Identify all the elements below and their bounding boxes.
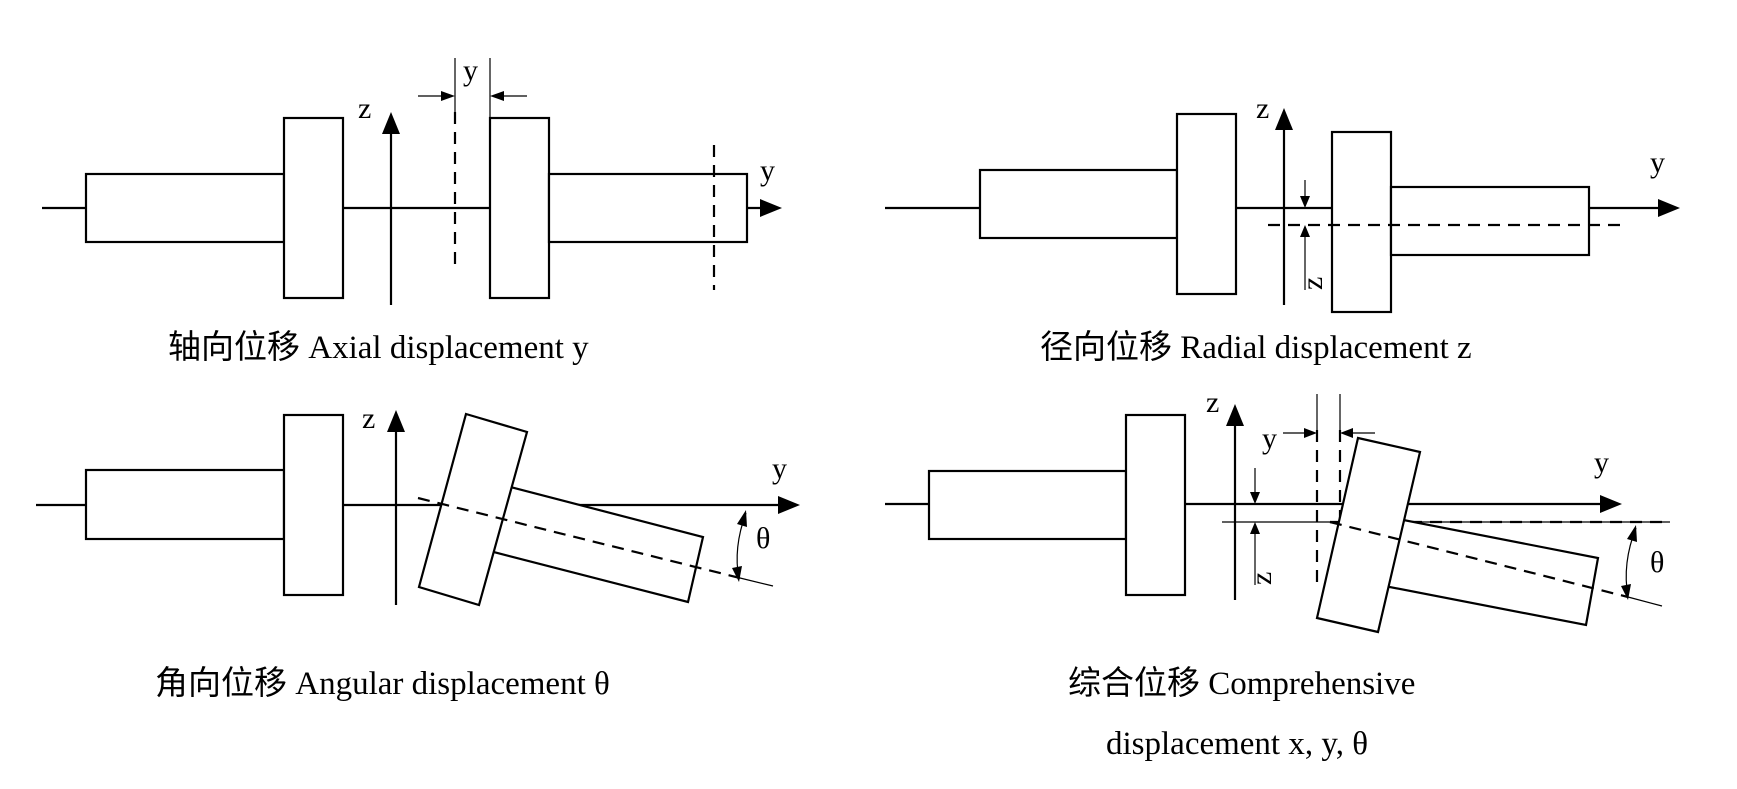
z-axis-label: z xyxy=(358,92,371,125)
left-hub xyxy=(282,116,345,300)
y-axis-label: y xyxy=(760,154,775,187)
left-shaft xyxy=(978,168,1179,240)
theta-label: θ xyxy=(756,522,770,555)
theta-arc-arrowhead-top xyxy=(1627,525,1637,542)
y-axis-arrowhead xyxy=(1600,495,1622,513)
left-hub xyxy=(282,413,345,597)
y-axis-arrowhead xyxy=(1658,199,1680,217)
dimension-label-y: y xyxy=(463,54,478,87)
offset-label-z: z xyxy=(1245,572,1278,585)
z-axis-arrowhead xyxy=(1275,108,1293,130)
z-axis-arrowhead xyxy=(382,112,400,134)
y-axis-arrowhead xyxy=(778,496,800,514)
tilted-centerline-dashed xyxy=(1329,520,1629,599)
left-hub xyxy=(1124,413,1187,597)
z-axis-label: z xyxy=(362,402,375,435)
offset-arrowhead-upper xyxy=(1300,196,1310,208)
dimension-arrowhead-left xyxy=(441,91,455,101)
z-axis-label: z xyxy=(1206,386,1219,419)
tilted-centerline-extension xyxy=(1627,596,1663,607)
left-hub xyxy=(1175,112,1238,296)
z-axis-label: z xyxy=(1256,92,1269,125)
left-shaft xyxy=(84,468,286,541)
caption-combined-line1: 综合位移 Comprehensive xyxy=(1068,665,1415,702)
right-shaft xyxy=(547,172,749,244)
y-axis-label: y xyxy=(1650,146,1665,179)
tilted-shaft xyxy=(476,481,705,604)
offset-arrowhead-upper xyxy=(1250,492,1260,504)
offset-label-z: z xyxy=(1296,277,1329,290)
left-shaft xyxy=(927,469,1128,541)
panel-combined: y z y z θ xyxy=(885,386,1670,762)
dimension-label-y: y xyxy=(1262,422,1277,455)
caption-combined-line2: displacement x, y, θ xyxy=(1106,726,1368,762)
z-axis-arrowhead xyxy=(387,410,405,432)
dimension-arrowhead-left xyxy=(1304,428,1317,438)
right-hub xyxy=(1330,130,1393,314)
caption-angular: 角向位移 Angular displacement θ xyxy=(155,665,610,702)
panel-radial: y z z 径向位移 Radial displacement z xyxy=(885,92,1680,366)
theta-arc-arrowhead-bottom xyxy=(732,566,742,582)
y-axis-arrowhead xyxy=(760,199,782,217)
y-axis-label: y xyxy=(1594,446,1609,479)
theta-label: θ xyxy=(1650,546,1664,579)
right-shaft xyxy=(1389,185,1591,257)
right-hub xyxy=(488,116,551,300)
theta-arc-arrowhead-bottom xyxy=(1621,584,1631,600)
left-shaft xyxy=(84,172,286,244)
caption-radial: 径向位移 Radial displacement z xyxy=(1040,329,1472,366)
tilted-hub xyxy=(417,412,529,607)
tilted-centerline-extension xyxy=(739,577,774,587)
offset-arrowhead-lower xyxy=(1300,225,1310,237)
z-axis-arrowhead xyxy=(1226,404,1244,426)
theta-arc-arrowhead-top xyxy=(737,510,747,527)
caption-axial: 轴向位移 Axial displacement y xyxy=(168,329,589,366)
dimension-arrowhead-right xyxy=(1340,428,1353,438)
dimension-arrowhead-right xyxy=(490,91,504,101)
panel-angular: y z θ 角向位移 Angular displacement θ xyxy=(36,402,800,702)
tilted-centerline-dashed xyxy=(417,496,741,580)
offset-arrowhead-lower xyxy=(1250,522,1260,534)
y-axis-label: y xyxy=(772,452,787,485)
panel-axial: y z y 轴向位移 Axial displacement y xyxy=(42,54,782,366)
tilted-hub xyxy=(1315,436,1422,634)
